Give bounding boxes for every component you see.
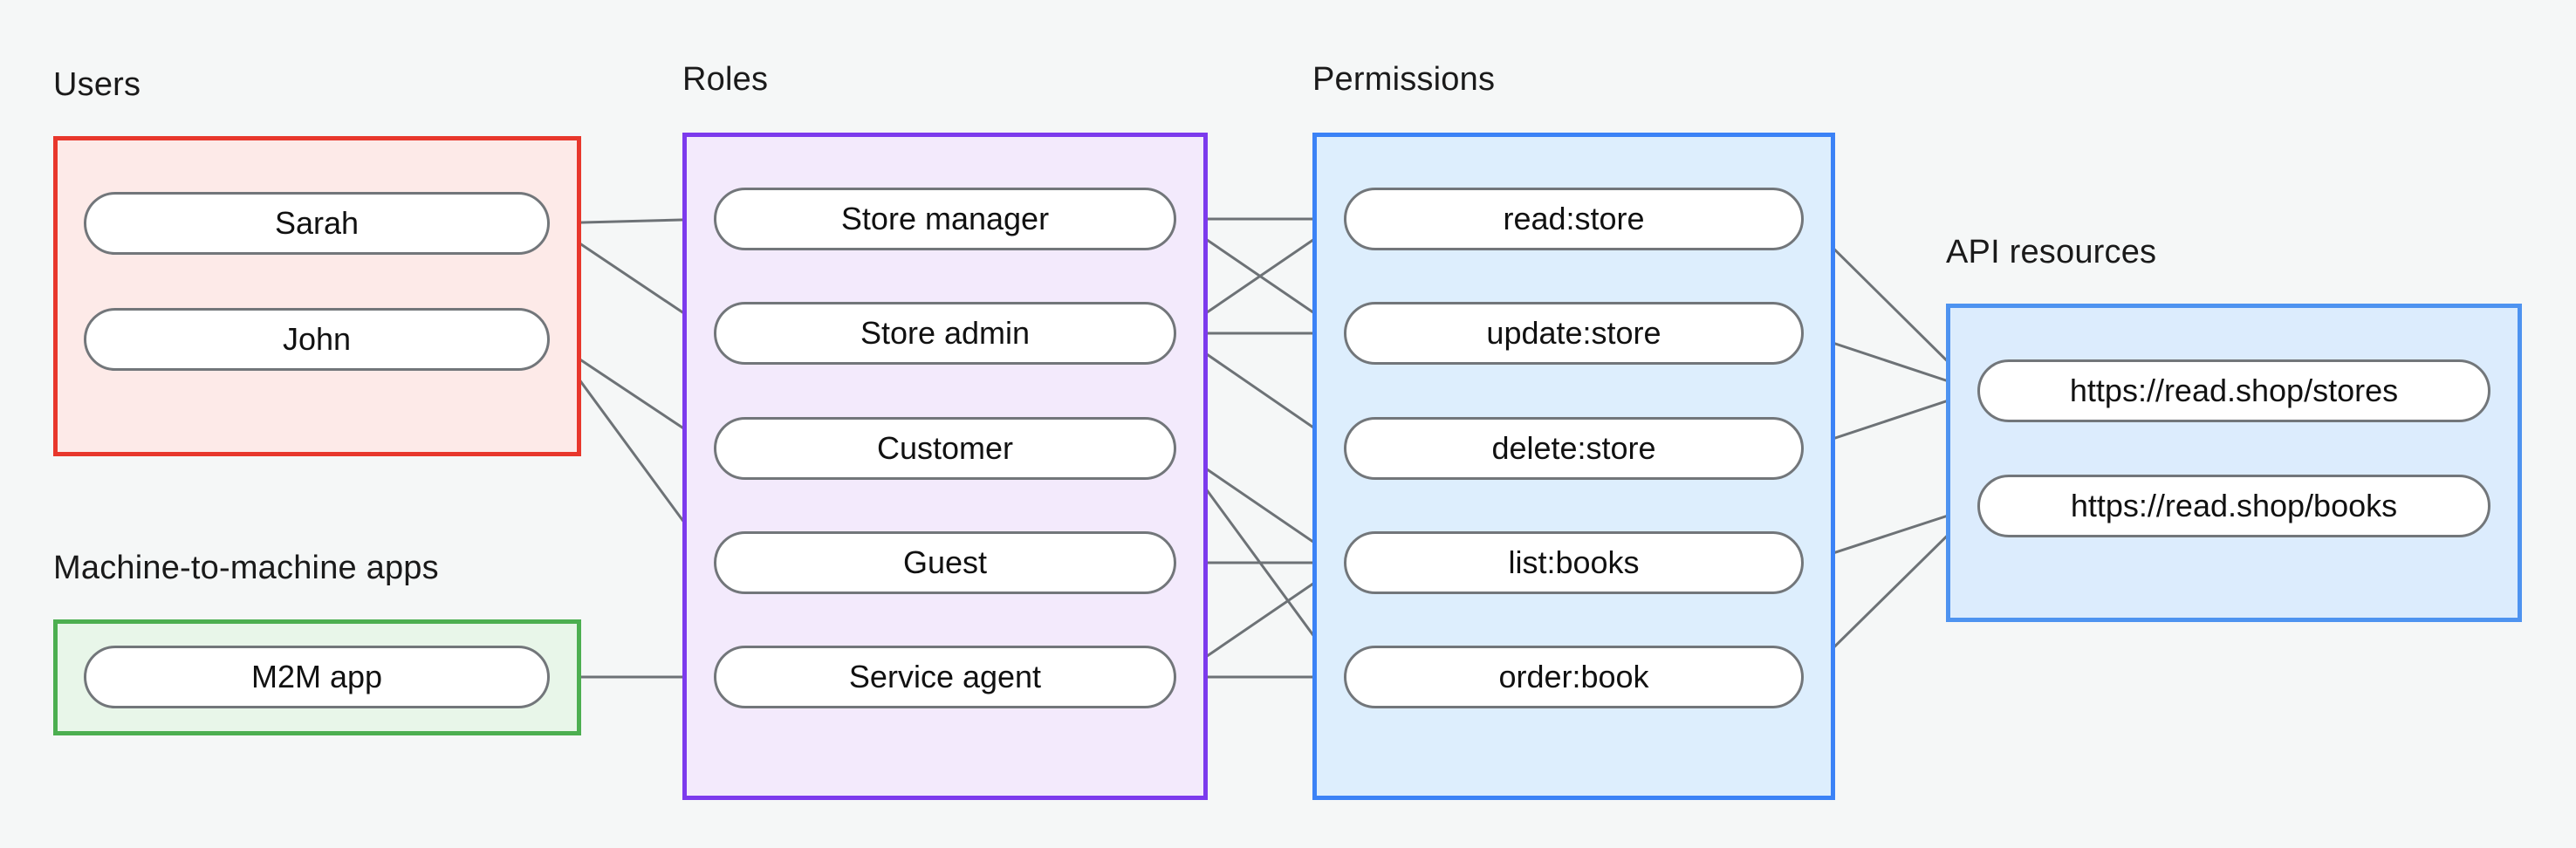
node-res-books[interactable]: https://read.shop/books bbox=[1977, 475, 2490, 537]
node-list-books[interactable]: list:books bbox=[1344, 531, 1804, 594]
node-service-agent[interactable]: Service agent bbox=[714, 646, 1176, 708]
node-store-manager[interactable]: Store manager bbox=[714, 188, 1176, 250]
node-customer[interactable]: Customer bbox=[714, 417, 1176, 480]
group-label-roles: Roles bbox=[682, 61, 769, 98]
group-box-api-resources bbox=[1946, 304, 2522, 622]
node-update-store[interactable]: update:store bbox=[1344, 302, 1804, 365]
group-label-users: Users bbox=[53, 66, 141, 103]
group-label-m2m: Machine-to-machine apps bbox=[53, 550, 439, 586]
node-order-book[interactable]: order:book bbox=[1344, 646, 1804, 708]
group-label-api-resources: API resources bbox=[1946, 234, 2157, 270]
node-read-store[interactable]: read:store bbox=[1344, 188, 1804, 250]
node-store-admin[interactable]: Store admin bbox=[714, 302, 1176, 365]
node-sarah[interactable]: Sarah bbox=[84, 192, 550, 255]
node-john[interactable]: John bbox=[84, 308, 550, 371]
node-m2mapp[interactable]: M2M app bbox=[84, 646, 550, 708]
group-box-users bbox=[53, 136, 581, 456]
node-res-stores[interactable]: https://read.shop/stores bbox=[1977, 359, 2490, 422]
node-delete-store[interactable]: delete:store bbox=[1344, 417, 1804, 480]
node-guest[interactable]: Guest bbox=[714, 531, 1176, 594]
group-label-permissions: Permissions bbox=[1312, 61, 1496, 98]
